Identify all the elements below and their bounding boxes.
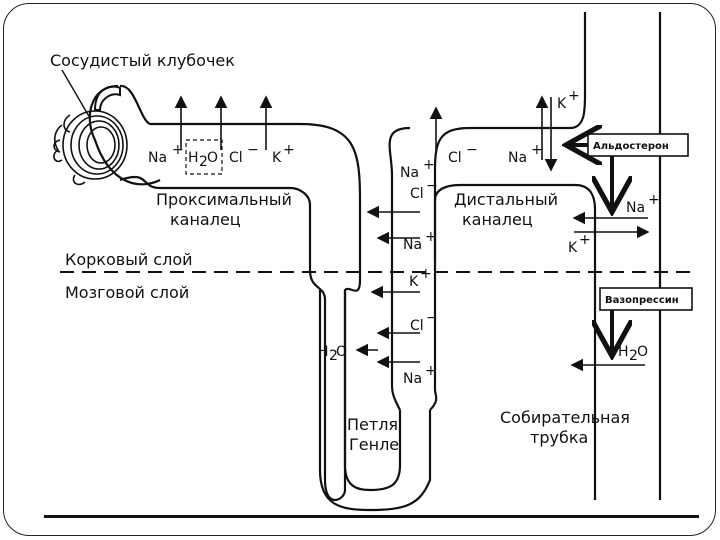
svg-text:+: + [579, 232, 591, 248]
svg-text:Cl: Cl [410, 318, 424, 334]
svg-text:K: K [409, 274, 419, 290]
ion-na-proximal: Na + [148, 142, 184, 166]
svg-text:O: O [336, 344, 347, 360]
svg-text:Cl: Cl [410, 186, 424, 202]
ion-h2o-vasopressin: H 2 O [618, 344, 648, 364]
svg-text:H: H [188, 150, 199, 166]
svg-text:+: + [531, 142, 543, 158]
loop-ascending-inner [388, 126, 411, 411]
loop-label-line1: Петля [347, 415, 398, 434]
proximal-up-arrows [174, 95, 549, 160]
ion-na-aldosterone: Na + [626, 192, 660, 216]
ion-k-proximal: K + [272, 142, 295, 166]
svg-text:2: 2 [199, 154, 208, 170]
svg-text:−: − [426, 178, 438, 194]
proximal-tubule-top-wall [119, 84, 362, 502]
ion-k-loop: K + [409, 266, 432, 290]
svg-text:Na: Na [403, 371, 422, 387]
svg-text:Na: Na [626, 200, 645, 216]
aldosterone-label: Альдостерон [593, 141, 669, 152]
svg-text:−: − [247, 142, 259, 158]
loop-label-line2: Генле [349, 435, 399, 454]
distal-label-line2: каналец [462, 210, 533, 229]
svg-text:+: + [420, 266, 432, 282]
loop-descending-outer [318, 290, 432, 512]
ion-k-distal-top: K + [557, 88, 580, 112]
svg-text:Na: Na [403, 237, 422, 253]
svg-text:−: − [466, 142, 478, 158]
proximal-outer-curve [300, 124, 358, 291]
svg-text:Cl: Cl [448, 150, 462, 166]
ion-cl-proximal: Cl − [229, 142, 259, 166]
ion-k-aldosterone: K + [568, 232, 591, 256]
svg-text:H: H [618, 344, 629, 360]
svg-text:Cl: Cl [229, 150, 243, 166]
svg-text:+: + [648, 192, 660, 208]
svg-text:+: + [425, 229, 437, 245]
glomerulus-pointer [61, 69, 91, 119]
svg-text:H: H [318, 344, 329, 360]
svg-text:2: 2 [629, 348, 638, 364]
svg-text:K: K [272, 150, 282, 166]
svg-text:Na: Na [400, 165, 419, 181]
loop-ascending-walls [429, 12, 587, 411]
svg-text:Na: Na [148, 150, 167, 166]
svg-text:+: + [425, 363, 437, 379]
collecting-label-line2: трубка [530, 428, 588, 447]
ion-h2o-loop: H 2 O [318, 344, 347, 364]
distal-tubule-lower-wall [433, 183, 597, 500]
vasopressin-box [599, 287, 693, 311]
svg-text:K: K [557, 96, 567, 112]
svg-text:Na: Na [508, 150, 527, 166]
svg-text:+: + [568, 88, 580, 104]
svg-text:O: O [207, 150, 218, 166]
distal-label-line1: Дистальный [454, 190, 558, 209]
ion-na-loop-2: Na + [403, 363, 437, 387]
svg-text:+: + [172, 142, 184, 158]
svg-text:+: + [423, 157, 435, 173]
ion-na-distal-top: Na + [400, 157, 435, 181]
ion-na-loop-1: Na + [403, 229, 437, 253]
bowman-capsule-outer [88, 84, 161, 186]
proximal-label-line1: Проксимальный [156, 190, 292, 209]
svg-text:K: K [568, 240, 578, 256]
h2o-dashed-box [185, 139, 223, 175]
bottom-rule [44, 515, 699, 518]
svg-text:+: + [283, 142, 295, 158]
ion-cl-distal-top: Cl − [448, 142, 478, 166]
svg-text:O: O [637, 344, 648, 360]
tubule-outer-wall [93, 85, 121, 111]
loop-descending-inner [343, 290, 402, 492]
glomerulus-label: Сосудистый клубочек [50, 51, 235, 70]
ion-cl-loop-2: Cl − [410, 310, 438, 334]
cortex-label: Корковый слой [65, 250, 193, 269]
svg-text:2: 2 [329, 348, 338, 364]
ion-cl-loop-1: Cl − [410, 178, 438, 202]
ion-na-distal-right: Na + [508, 142, 543, 166]
collecting-label-line1: Собирательная [500, 408, 630, 427]
glomerulus-coil [53, 110, 128, 186]
proximal-label-line2: каналец [170, 210, 241, 229]
ion-h2o-proximal: H 2 O [188, 150, 218, 170]
svg-text:−: − [426, 310, 438, 326]
medulla-label: Мозговой слой [65, 283, 189, 302]
loop-left-arrows [355, 205, 645, 372]
vasopressin-label: Вазопрессин [605, 295, 679, 306]
